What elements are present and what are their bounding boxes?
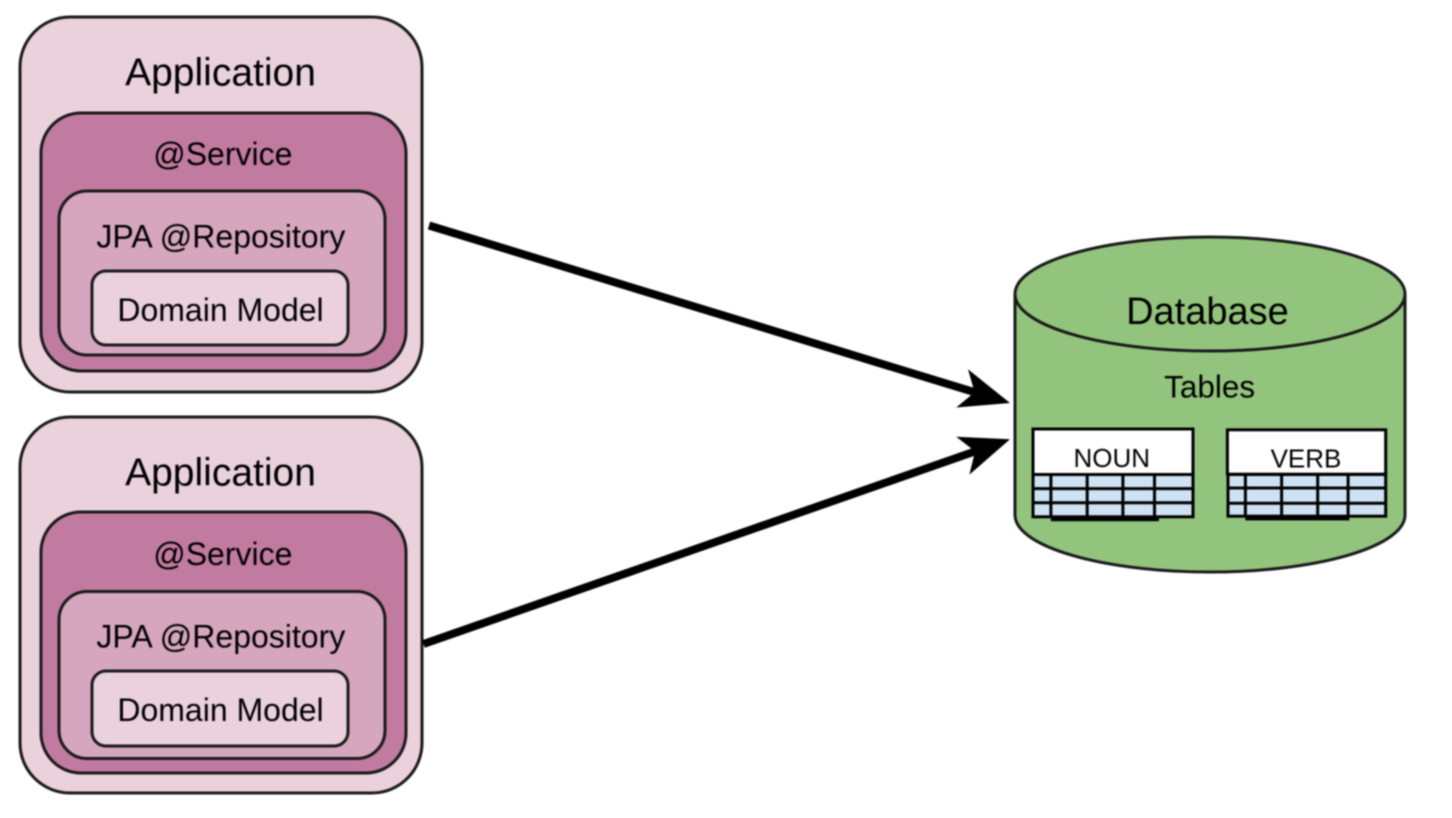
svg-text:@Service: @Service: [153, 536, 292, 572]
svg-text:NOUN: NOUN: [1074, 443, 1151, 473]
svg-text:Domain Model: Domain Model: [117, 692, 323, 728]
svg-text:Application: Application: [125, 52, 316, 95]
svg-text:Tables: Tables: [1164, 369, 1255, 405]
svg-text:JPA @Repository: JPA @Repository: [96, 218, 345, 254]
svg-text:JPA @Repository: JPA @Repository: [96, 618, 345, 654]
svg-text:VERB: VERB: [1271, 444, 1342, 474]
svg-text:Database: Database: [1126, 291, 1289, 333]
svg-text:Application: Application: [125, 452, 316, 495]
svg-text:Domain Model: Domain Model: [117, 292, 323, 328]
svg-text:@Service: @Service: [153, 136, 292, 172]
